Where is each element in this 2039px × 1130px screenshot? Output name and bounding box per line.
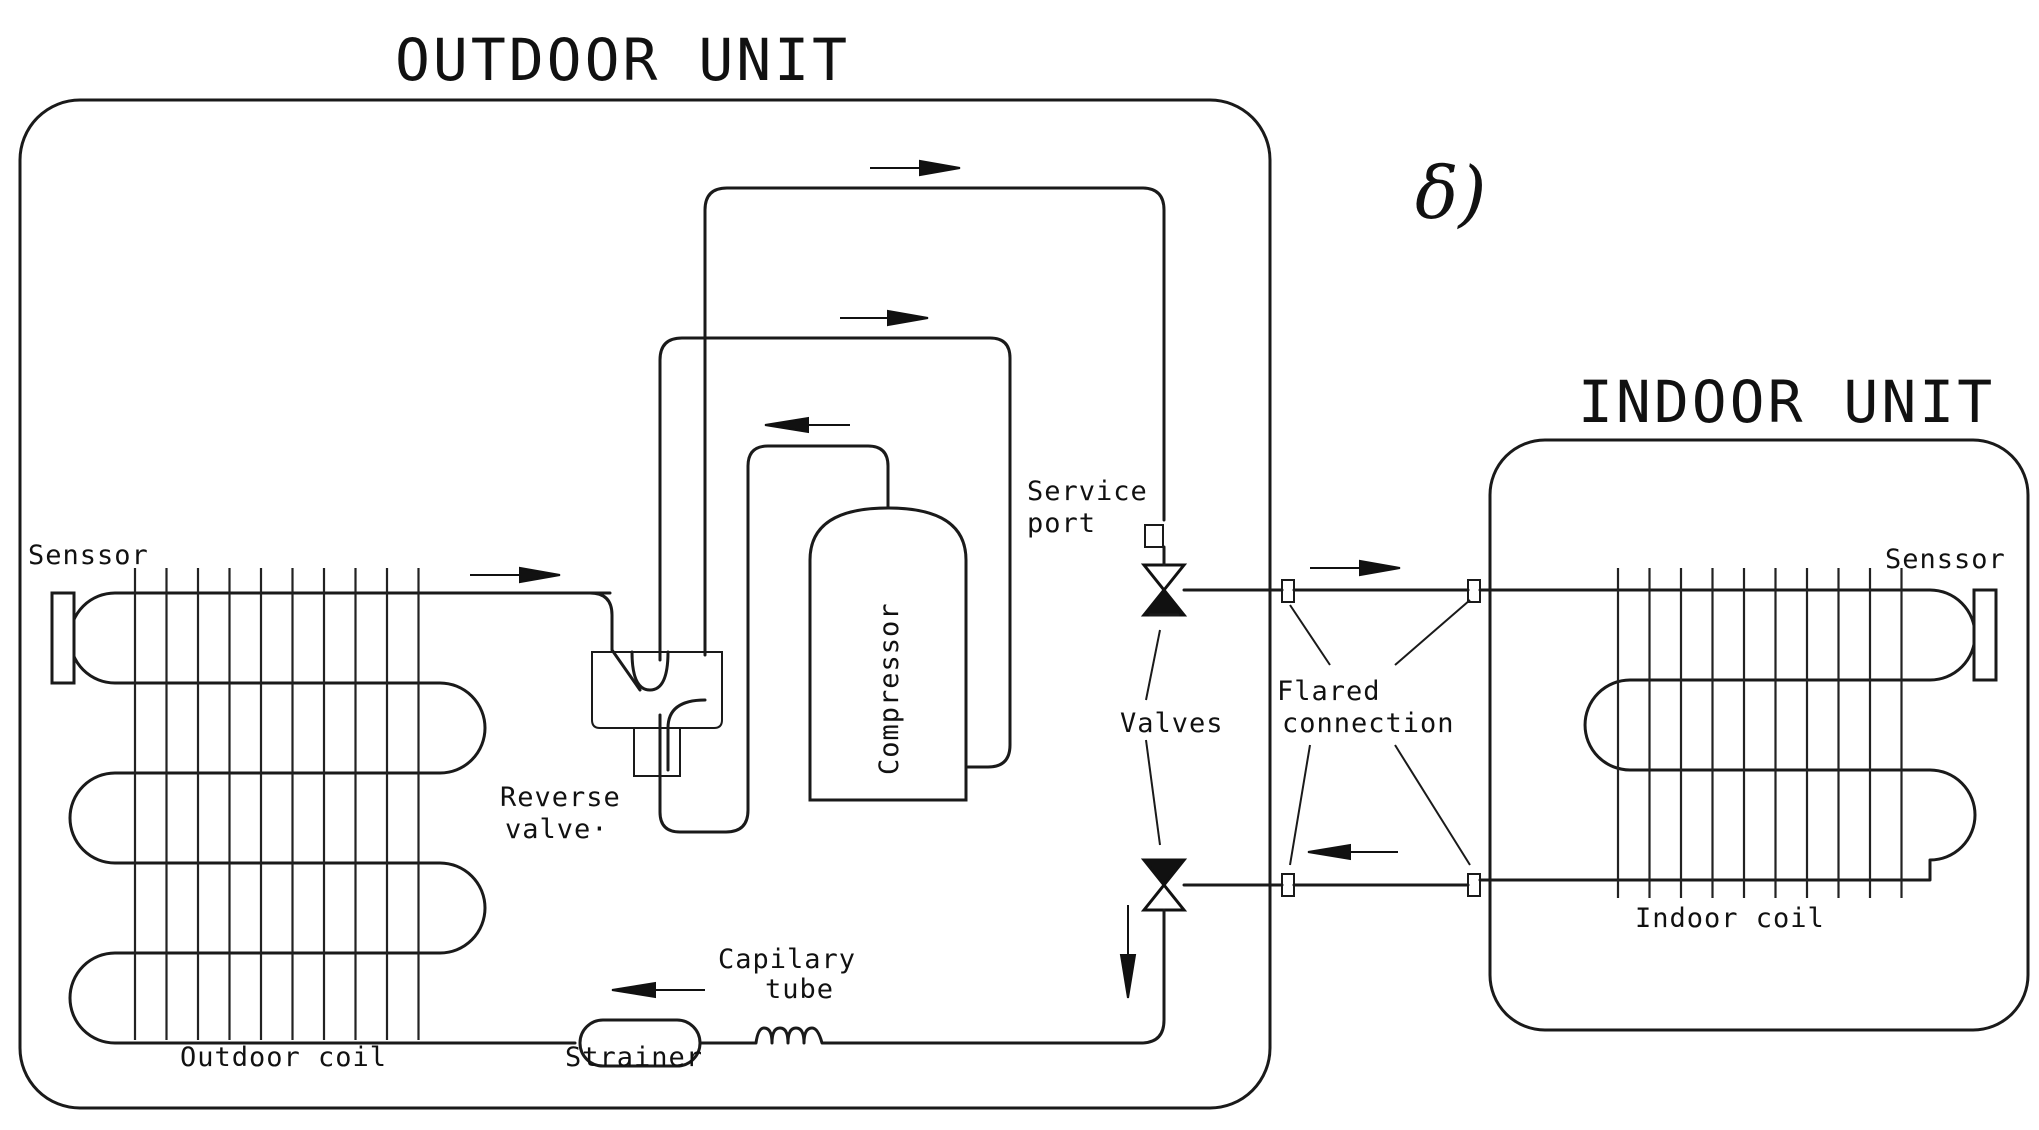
label-flared-2: connection [1282, 708, 1455, 739]
label-capillary-1: Capilary [718, 944, 856, 975]
outer-loop-line [703, 186, 1166, 657]
strainer [578, 1018, 702, 1068]
liquid-line [828, 908, 1166, 1045]
outdoor-unit-title: OUTDOOR UNIT [395, 26, 850, 94]
flow-arrows [470, 159, 1401, 999]
label-compressor: Compressor [874, 602, 905, 775]
flared-connection-outdoor-bottom [1281, 873, 1295, 897]
compressor [808, 506, 968, 802]
label-sensor-indoor: Senssor [1885, 544, 2006, 575]
capillary-tube [698, 1026, 832, 1045]
indoor-unit-box [1488, 438, 2030, 1032]
label-indoor-coil: Indoor coil [1635, 903, 1825, 934]
flared-connection-indoor-bottom [1467, 873, 1481, 897]
flared-connection-outdoor-top [1281, 579, 1295, 603]
outdoor-unit-box [18, 98, 1272, 1110]
label-reverse-valve-2: valve· [505, 814, 609, 845]
middle-loop-line [658, 336, 1012, 769]
label-capillary-2: tube [765, 974, 834, 1005]
outdoor-sensor [50, 591, 76, 685]
indoor-unit-title: INDOOR UNIT [1578, 368, 1995, 436]
leader-lines [1145, 599, 1471, 866]
reverse-valve [591, 651, 723, 729]
label-sensor-outdoor: Senssor [28, 540, 149, 571]
label-reverse-valve-1: Reverse [500, 782, 621, 813]
outdoor-coil [68, 568, 612, 1045]
figure-letter: δ) [1415, 151, 1486, 235]
label-strainer: Strainer [565, 1042, 703, 1073]
flared-connection-indoor-top [1467, 579, 1481, 603]
label-outdoor-coil: Outdoor coil [180, 1042, 387, 1073]
label-flared-1: Flared [1277, 676, 1381, 707]
indoor-sensor [1972, 588, 1998, 682]
inner-loop-line [658, 444, 890, 834]
coil-to-reverse-valve-line [438, 591, 642, 692]
label-service-port-2: port [1027, 508, 1096, 539]
label-service-port-1: Service [1027, 476, 1148, 507]
service-port [1144, 524, 1164, 548]
label-valves: Valves [1120, 708, 1224, 739]
